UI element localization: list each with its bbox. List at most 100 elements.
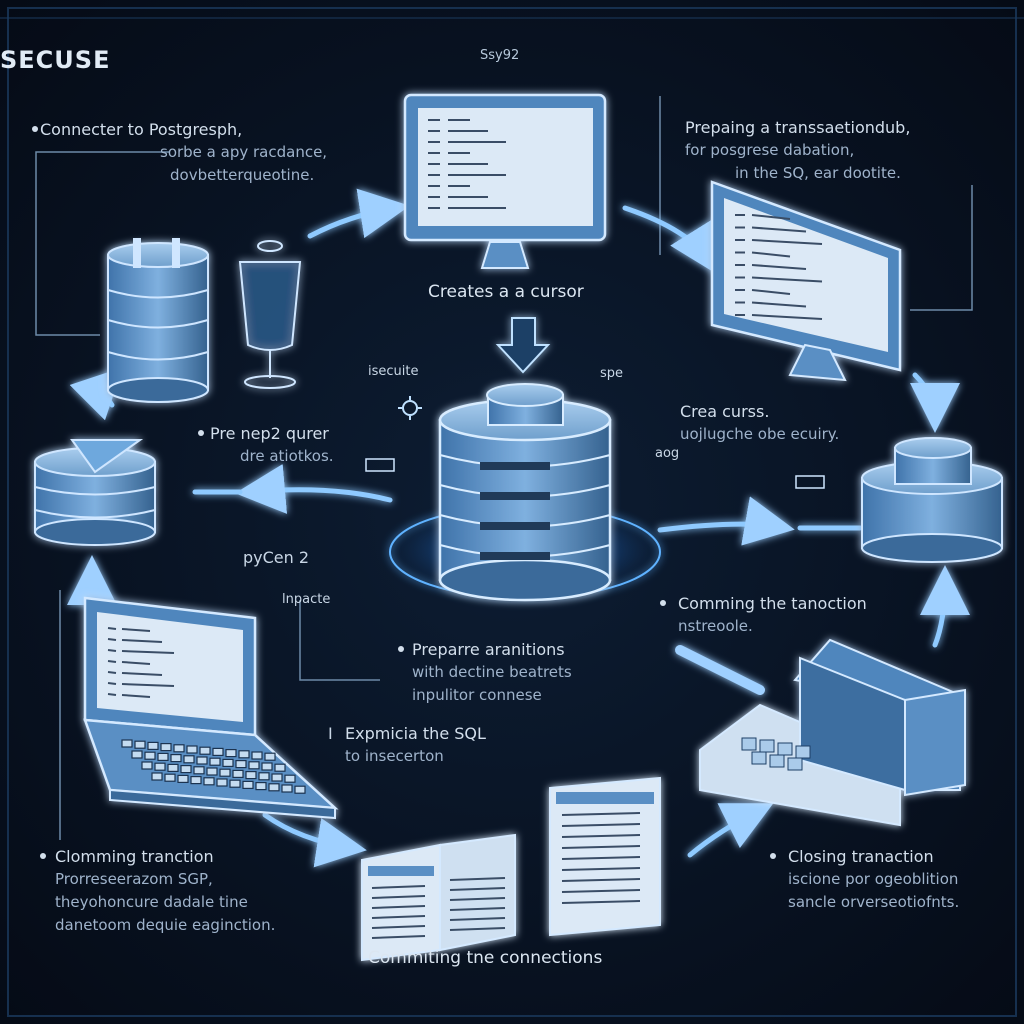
arrow-icon xyxy=(262,812,367,868)
monitor-icon xyxy=(403,93,607,269)
key xyxy=(261,762,273,771)
key xyxy=(183,755,195,764)
step-line: uojlugche obe ecuiry. xyxy=(680,425,840,443)
screen-text-line xyxy=(561,856,641,860)
key xyxy=(294,785,306,794)
glass-icon xyxy=(238,240,302,389)
step-line: Closing tranaction xyxy=(788,847,934,866)
key xyxy=(144,751,156,760)
label-aog: aog xyxy=(655,446,680,461)
label-execute: isecuite xyxy=(368,364,419,379)
laptop-icon xyxy=(83,596,339,820)
screen-text-line xyxy=(751,226,807,233)
step-clomming: Clomming tranction Prorreseerazom SGP, t… xyxy=(55,845,275,937)
diagram-title: SECUSE xyxy=(0,46,111,74)
screen-text-line xyxy=(371,925,426,929)
screen-text-line xyxy=(449,917,506,921)
screen-text-line xyxy=(107,671,117,674)
document-icon xyxy=(549,776,661,937)
screen-text-line xyxy=(107,627,117,630)
screen-text-line xyxy=(121,628,151,632)
step-line: Crea curss. xyxy=(680,402,770,421)
key xyxy=(196,756,208,765)
step-comming: Comming the tanoction nstreoole. xyxy=(678,592,867,638)
key xyxy=(264,752,276,761)
monitor-icon xyxy=(710,180,902,382)
key xyxy=(121,739,133,748)
bracket-lines xyxy=(35,96,973,840)
caption-cursor: Creates a a cursor xyxy=(428,282,584,302)
step-line: sorbe a apy racdance, xyxy=(160,143,328,161)
step-closing: Closing tranaction iscione por ogeobliti… xyxy=(788,845,959,914)
screen-text-line xyxy=(561,889,641,893)
label-inpacte: lnpacte xyxy=(282,592,331,607)
step-line: with dectine beatrets xyxy=(412,663,572,681)
key xyxy=(281,784,293,793)
bullet-mark: I xyxy=(328,724,333,743)
screen-text-line xyxy=(751,251,791,258)
database-icon xyxy=(861,437,1003,563)
arrow-icon xyxy=(657,496,795,546)
key xyxy=(147,741,159,751)
step-line: to insecerton xyxy=(345,747,444,765)
database-icon xyxy=(34,439,156,546)
screen-text-line xyxy=(561,845,641,849)
screen-text-line xyxy=(751,239,823,245)
key xyxy=(203,777,215,786)
screen-text-line xyxy=(121,650,175,654)
key xyxy=(134,740,146,749)
screen-text-line xyxy=(371,915,426,919)
screen-text-line xyxy=(121,639,163,643)
key xyxy=(219,768,231,777)
screen-text-line xyxy=(449,907,506,911)
screen-text-line xyxy=(561,878,641,882)
screen-text-line xyxy=(561,812,641,816)
key xyxy=(157,752,169,762)
step-crea-curs: Crea curss. uojlugche obe ecuiry. xyxy=(680,400,839,446)
screen-text-line xyxy=(751,264,807,270)
step-line: sancle orverseotiofnts. xyxy=(788,893,960,911)
flow-arrows xyxy=(67,188,970,868)
key xyxy=(180,764,192,774)
screen-text-line xyxy=(449,887,506,891)
key xyxy=(170,753,182,763)
step-pre-query: Pre nep2 qurer dre atiotkos. xyxy=(210,422,334,468)
screen-text-line xyxy=(449,877,506,881)
screen-text-line xyxy=(371,895,426,899)
key xyxy=(251,751,263,760)
screen-text-line xyxy=(121,661,151,665)
step-line: danetoom dequie eaginction. xyxy=(55,916,276,934)
tag-boxes xyxy=(365,458,825,489)
bullet-dot xyxy=(40,853,46,859)
key xyxy=(154,762,166,771)
key xyxy=(177,774,189,784)
step-line: in the SQ, ear dootite. xyxy=(735,164,901,182)
screen-text-line xyxy=(121,672,163,676)
key xyxy=(141,761,153,770)
screen-text-line xyxy=(371,885,426,889)
step-connect: Connecter to Postgresph, sorbe a apy rac… xyxy=(40,118,327,187)
key xyxy=(225,748,237,758)
screen-text-line xyxy=(751,214,791,220)
screen-text-line xyxy=(107,660,117,663)
key xyxy=(131,750,143,759)
key xyxy=(255,781,267,791)
step-line: Prepaing a transsaetiondub, xyxy=(685,118,911,137)
arrow-icon xyxy=(919,565,970,648)
step-line: Comming the tanoction xyxy=(678,594,867,613)
key xyxy=(216,778,228,787)
step-line: theyohoncure dadale tine xyxy=(55,893,248,911)
screen-text-line xyxy=(561,834,641,838)
key xyxy=(160,742,172,752)
screen-text-line xyxy=(561,900,641,904)
screen-text-line xyxy=(371,935,426,939)
step-prepare-center: Preparre aranitions with dectine beatret… xyxy=(412,638,572,707)
document-icon xyxy=(361,833,516,962)
step-line: iscione por ogeoblition xyxy=(788,870,959,888)
arrow-icon xyxy=(909,372,960,433)
key xyxy=(232,769,244,779)
step-line: inpulitor connese xyxy=(412,686,542,704)
label-spe: spe xyxy=(600,366,624,381)
key xyxy=(164,773,176,782)
